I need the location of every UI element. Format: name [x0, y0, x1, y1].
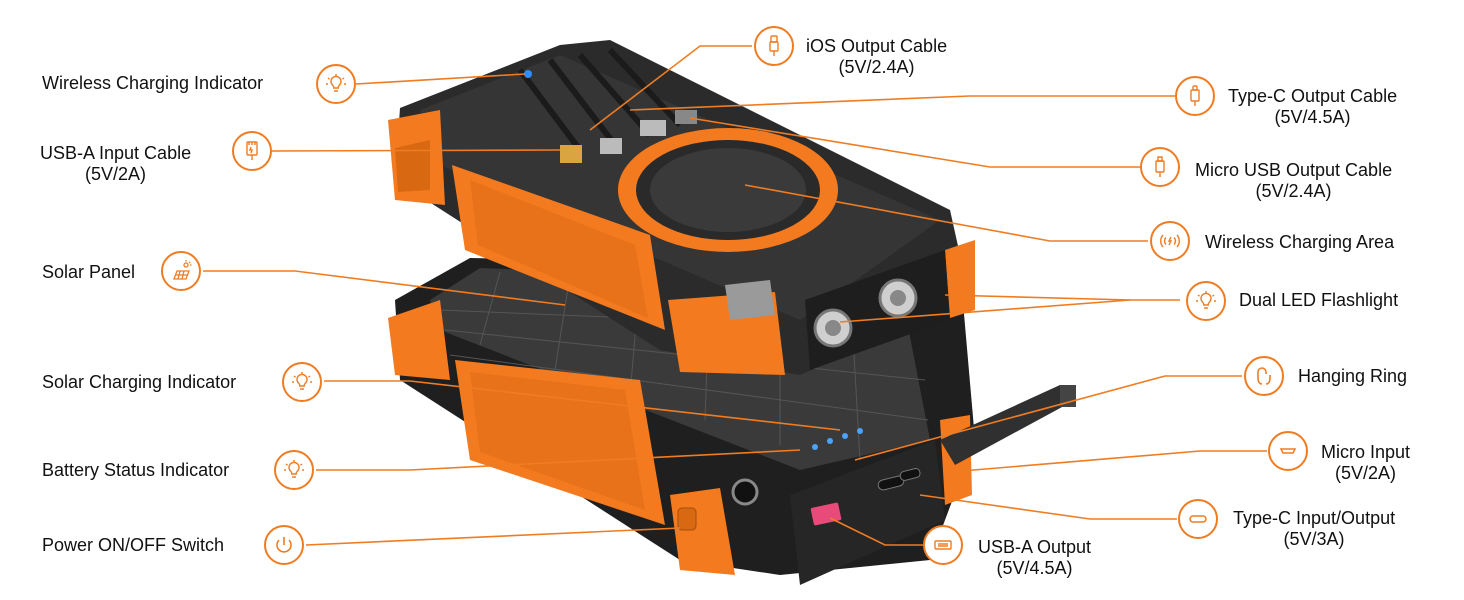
lower-left-bumper	[388, 300, 450, 380]
label-type-c-output-cable: Type-C Output Cable (5V/4.5A)	[1228, 86, 1397, 128]
micro-port-icon	[1268, 431, 1308, 471]
label-micro-input: Micro Input (5V/2A)	[1321, 442, 1410, 484]
micro-input-title: Micro Input	[1321, 442, 1411, 462]
callout-lines	[203, 45, 1267, 546]
label-micro-usb-output-cable: Micro USB Output Cable (5V/2.4A)	[1195, 160, 1392, 202]
usba-output-title: USB-A Output	[978, 537, 1092, 557]
label-power-switch: Power ON/OFF Switch	[42, 535, 225, 555]
label-solar-charging-indicator: Solar Charging Indicator	[42, 372, 237, 392]
usb-a-input-spec: (5V/2A)	[85, 164, 147, 184]
micro-input-spec: (5V/2A)	[1335, 463, 1397, 483]
label-ios-output-cable: iOS Output Cable (5V/2.4A)	[806, 36, 947, 78]
typec-io-spec: (5V/3A)	[1283, 529, 1345, 549]
usb-a-input-title: USB-A Input Cable	[40, 143, 192, 163]
bulb-icon	[282, 362, 322, 402]
typec-cable-title: Type-C Output Cable	[1228, 86, 1398, 106]
hanging-ring-arm	[940, 385, 1075, 465]
lightning-plug-icon	[754, 26, 794, 66]
carabiner-icon	[1244, 356, 1284, 396]
label-dual-led-flashlight: Dual LED Flashlight	[1239, 290, 1399, 310]
micro-usb-plug-icon	[1140, 147, 1180, 187]
upper-power-bank	[388, 40, 975, 375]
typec-io-title: Type-C Input/Output	[1233, 508, 1396, 528]
ios-cable-spec: (5V/2.4A)	[838, 57, 915, 77]
label-type-c-input-output: Type-C Input/Output (5V/3A)	[1233, 508, 1395, 550]
type-c-plug-icon	[1175, 76, 1215, 116]
wireless-charging-icon	[1150, 221, 1190, 261]
label-hanging-ring: Hanging Ring	[1298, 366, 1408, 386]
ios-cable-title: iOS Output Cable	[806, 36, 948, 56]
power-icon	[264, 525, 304, 565]
typec-cable-spec: (5V/4.5A)	[1274, 107, 1351, 127]
solar-panel-icon	[161, 251, 201, 291]
micro-cable-spec: (5V/2.4A)	[1255, 181, 1332, 201]
label-battery-status-indicator: Battery Status Indicator	[42, 460, 230, 480]
bulb-icon	[1186, 281, 1226, 321]
usba-output-spec: (5V/4.5A)	[996, 558, 1073, 578]
label-wireless-charging-area: Wireless Charging Area	[1205, 232, 1395, 252]
label-wireless-charging-indicator: Wireless Charging Indicator	[42, 73, 264, 93]
usb-a-port-icon	[923, 525, 963, 565]
bulb-icon	[316, 64, 356, 104]
label-usb-a-output: USB-A Output (5V/4.5A)	[978, 537, 1091, 579]
bulb-icon	[274, 450, 314, 490]
micro-cable-title: Micro USB Output Cable	[1195, 160, 1393, 180]
label-solar-panel: Solar Panel	[42, 262, 136, 282]
type-c-port-icon	[1178, 499, 1218, 539]
usb-plug-icon	[232, 131, 272, 171]
label-usb-a-input-cable: USB-A Input Cable (5V/2A)	[40, 143, 191, 185]
